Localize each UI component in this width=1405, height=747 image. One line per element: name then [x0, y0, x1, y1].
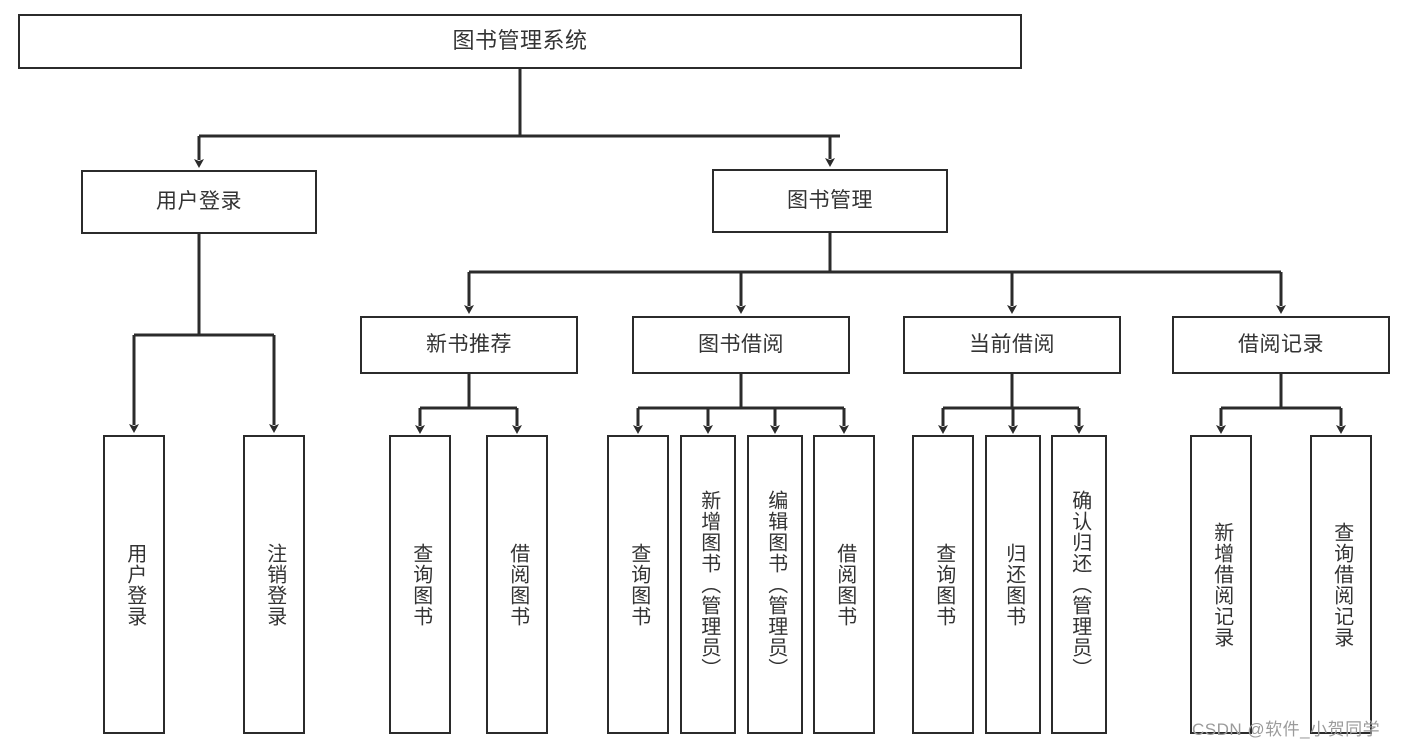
node-new-book-recommend[interactable]: 新书推荐 [360, 316, 578, 374]
leaf-newbook-borrow-book[interactable]: 借阅图书 [486, 435, 548, 734]
leaf-newbook-search-book[interactable]: 查询图书 [389, 435, 451, 734]
leaf-borrow-search-book[interactable]: 查询图书 [607, 435, 669, 734]
node-root[interactable]: 图书管理系统 [18, 14, 1022, 69]
node-book-management[interactable]: 图书管理 [712, 169, 948, 233]
leaf-current-confirm-return-admin[interactable]: 确认归还（管理员） [1051, 435, 1107, 734]
leaf-borrow-edit-book-admin[interactable]: 编辑图书（管理员） [747, 435, 803, 734]
leaf-current-return-book[interactable]: 归还图书 [985, 435, 1041, 734]
leaf-user-login[interactable]: 用户登录 [103, 435, 165, 734]
leaf-label: 借阅图书 [506, 542, 529, 627]
leaf-record-add-record[interactable]: 新增借阅记录 [1190, 435, 1252, 734]
leaf-current-search-book[interactable]: 查询图书 [912, 435, 974, 734]
leaf-logout[interactable]: 注销登录 [243, 435, 305, 734]
leaf-label: 归还图书 [1002, 542, 1025, 627]
node-book-borrow[interactable]: 图书借阅 [632, 316, 850, 374]
leaf-label: 查询图书 [932, 542, 955, 627]
leaf-label: 确认归还（管理员） [1068, 490, 1091, 679]
leaf-label: 查询图书 [627, 542, 650, 627]
csdn-watermark: CSDN @软件_小贺同学 [1192, 720, 1381, 739]
leaf-label: 新增图书（管理员） [697, 490, 720, 679]
leaf-label: 查询借阅记录 [1330, 521, 1353, 648]
leaf-label: 编辑图书（管理员） [764, 490, 787, 679]
leaf-record-search-record[interactable]: 查询借阅记录 [1310, 435, 1372, 734]
node-borrow-record[interactable]: 借阅记录 [1172, 316, 1390, 374]
node-current-borrow[interactable]: 当前借阅 [903, 316, 1121, 374]
leaf-label: 借阅图书 [833, 542, 856, 627]
leaf-label: 查询图书 [409, 542, 432, 627]
leaf-borrow-add-book-admin[interactable]: 新增图书（管理员） [680, 435, 736, 734]
leaf-label: 用户登录 [123, 542, 146, 627]
leaf-label: 新增借阅记录 [1210, 521, 1233, 648]
leaf-label: 注销登录 [263, 542, 286, 627]
node-user-login[interactable]: 用户登录 [81, 170, 317, 234]
leaf-borrow-borrow-book[interactable]: 借阅图书 [813, 435, 875, 734]
